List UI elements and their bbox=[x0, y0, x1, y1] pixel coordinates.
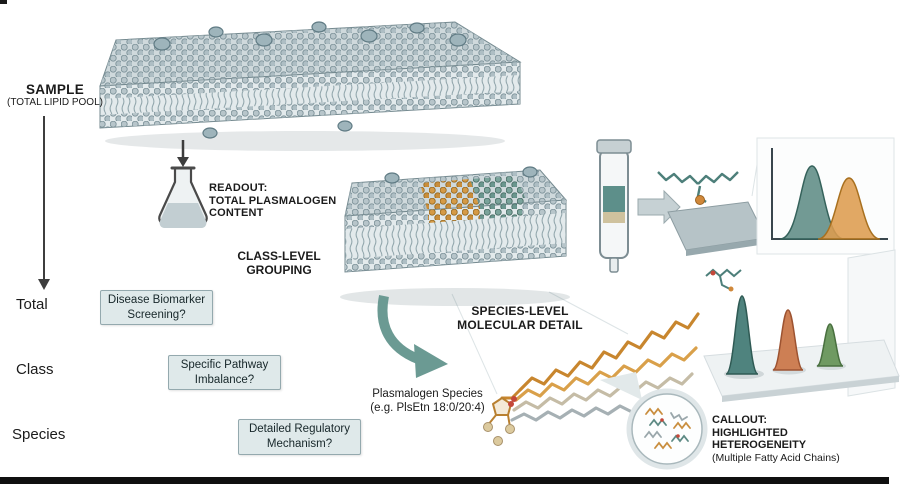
sample-title: SAMPLE bbox=[25, 82, 85, 97]
plasmalogen-species-label: Plasmalogen Species (e.g. PlsEtn 18:0/20… bbox=[370, 388, 485, 414]
arrow-down-icon bbox=[177, 140, 189, 167]
callout-magnifier-icon bbox=[600, 372, 708, 470]
hierarchy-flow-arrow-icon bbox=[38, 116, 50, 290]
chromatography-column-icon bbox=[596, 139, 632, 273]
sample-spot-illustration bbox=[657, 171, 767, 256]
question-box-disease-biomarker: Disease Biomarker Screening? bbox=[100, 290, 213, 325]
sample-label: SAMPLE (TOTAL LIPID POOL) bbox=[5, 82, 105, 108]
question-box-regulatory-mechanism: Detailed Regulatory Mechanism? bbox=[238, 419, 361, 455]
level-label-total: Total bbox=[16, 296, 48, 313]
level-label-species: Species bbox=[12, 426, 66, 443]
question-box-pathway-imbalance: Specific Pathway Imbalance? bbox=[168, 355, 281, 390]
callout-subtext: (Multiple Fatty Acid Chains) bbox=[712, 451, 840, 464]
readout-label: READOUT: TOTAL PLASMALOGEN CONTENT bbox=[209, 182, 337, 219]
flask-icon bbox=[158, 166, 208, 228]
level-label-class: Class bbox=[16, 361, 54, 378]
corner-mark bbox=[0, 0, 7, 4]
species-level-label: SPECIES-LEVEL MOLECULAR DETAIL bbox=[457, 304, 583, 332]
lipid-bilayer-membrane-large-icon bbox=[99, 21, 522, 151]
bottom-bar bbox=[0, 477, 889, 484]
chromatogram-chart bbox=[756, 137, 895, 255]
lipid-bilayer-membrane-zoom-icon bbox=[340, 166, 570, 306]
separation-3d-panel bbox=[703, 249, 900, 402]
sample-subtitle: (TOTAL LIPID POOL) bbox=[7, 97, 103, 108]
callout-heading: CALLOUT: HIGHLIGHTED HETEROGENEITY bbox=[712, 414, 807, 451]
curved-zoom-arrow-icon bbox=[377, 295, 448, 378]
class-level-label: CLASS-LEVEL GROUPING bbox=[237, 249, 321, 277]
callout-label: CALLOUT: HIGHLIGHTED HETEROGENEITY (Mult… bbox=[712, 414, 862, 464]
